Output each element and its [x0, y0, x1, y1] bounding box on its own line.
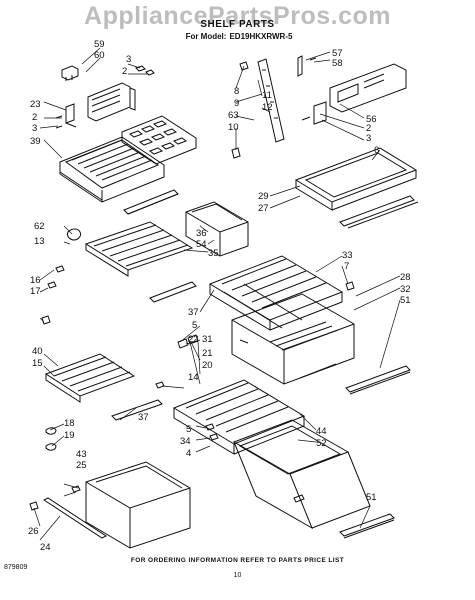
callout-36: 36 — [196, 228, 207, 239]
callout-7: 7 — [344, 261, 349, 272]
callout-5: 5 — [192, 320, 197, 331]
callout-18: 18 — [64, 418, 75, 429]
callout-33: 33 — [342, 250, 353, 261]
callout-19: 19 — [64, 430, 75, 441]
side-rail-bottom — [339, 513, 395, 539]
callout-35: 35 — [208, 248, 219, 259]
callout-60: 60 — [94, 50, 105, 61]
vertical-rail — [231, 58, 285, 159]
callout-10: 10 — [228, 122, 239, 133]
callout-9: 9 — [234, 98, 239, 109]
callout-31: 31 — [202, 334, 213, 345]
callout-62: 62 — [34, 221, 45, 232]
callout-24: 24 — [40, 542, 51, 553]
callout-40: 40 — [32, 346, 43, 357]
upper-left-shelf — [59, 136, 179, 215]
callout-20: 20 — [202, 360, 213, 371]
document-code: 879809 — [4, 564, 28, 571]
callout-leaders — [33, 47, 401, 541]
callout-2: 2 — [122, 66, 127, 77]
callout-17: 17 — [30, 286, 41, 297]
callout-57: 57 — [332, 48, 343, 59]
callout-28: 28 — [400, 272, 411, 283]
callout-12: 12 — [262, 102, 273, 113]
callout-22: 22 — [188, 334, 199, 345]
callout-37: 37 — [188, 307, 199, 318]
upper-shelf-bracket-right — [297, 55, 407, 125]
callout-labels: 59 60 3 2 23 2 3 39 8 9 63 10 11 12 57 5… — [28, 39, 411, 553]
callout-37: 37 — [138, 412, 149, 423]
callout-44: 44 — [316, 426, 327, 437]
callout-3: 3 — [32, 123, 37, 134]
callout-15: 15 — [32, 358, 43, 369]
callout-56: 56 — [366, 114, 377, 125]
side-rail-right — [345, 365, 411, 395]
callout-6: 6 — [374, 145, 379, 156]
callout-23: 23 — [30, 99, 41, 110]
callout-13: 13 — [34, 236, 45, 247]
callout-52: 52 — [316, 438, 327, 449]
callout-43: 43 — [76, 449, 87, 460]
model-label: For Model: — [185, 32, 227, 41]
callout-8: 8 — [234, 86, 239, 97]
callout-2: 2 — [366, 123, 371, 134]
callout-32: 32 — [400, 284, 411, 295]
wire-shelf-upper — [84, 221, 197, 303]
watermark: AppliancePartsPros.com — [84, 2, 391, 30]
small-bin — [185, 201, 249, 257]
callout-16: 16 — [30, 275, 41, 286]
callout-3: 3 — [126, 54, 131, 65]
right-glass-shelf — [294, 147, 419, 229]
divider-tray — [121, 115, 197, 165]
callout-63: 63 — [228, 110, 239, 121]
wire-shelf-lower — [44, 353, 163, 421]
lower-center-shelf — [172, 379, 306, 455]
callout-21: 21 — [202, 348, 213, 359]
callout-29: 29 — [258, 191, 269, 202]
callout-4: 4 — [186, 448, 191, 459]
callout-51: 51 — [400, 295, 411, 306]
callout-5: 5 — [186, 424, 191, 435]
callout-58: 58 — [332, 58, 343, 69]
bottom-left-bin — [29, 461, 191, 549]
diagram-title: SHELF PARTS — [200, 19, 275, 30]
callout-34: 34 — [180, 436, 191, 447]
callout-39: 39 — [30, 136, 41, 147]
callout-27: 27 — [258, 203, 269, 214]
upper-shelf-bracket-left — [55, 65, 155, 129]
callout-51: 51 — [366, 492, 377, 503]
page-number: 10 — [233, 572, 242, 579]
crisper-drawer — [231, 293, 355, 385]
ordering-note: FOR ORDERING INFORMATION REFER TO PARTS … — [130, 557, 345, 564]
callout-11: 11 — [262, 90, 272, 101]
center-shelf — [208, 255, 344, 331]
callout-54: 54 — [196, 239, 207, 250]
callout-25: 25 — [76, 460, 87, 471]
model-line: For Model:ED19HKXRWR-5 — [0, 32, 475, 41]
callout-26: 26 — [28, 526, 39, 537]
callout-2: 2 — [32, 112, 37, 123]
model-number: ED19HKXRWR-5 — [229, 32, 293, 41]
callout-3: 3 — [366, 133, 371, 144]
callout-14: 14 — [188, 372, 199, 383]
callout-59: 59 — [94, 39, 105, 50]
